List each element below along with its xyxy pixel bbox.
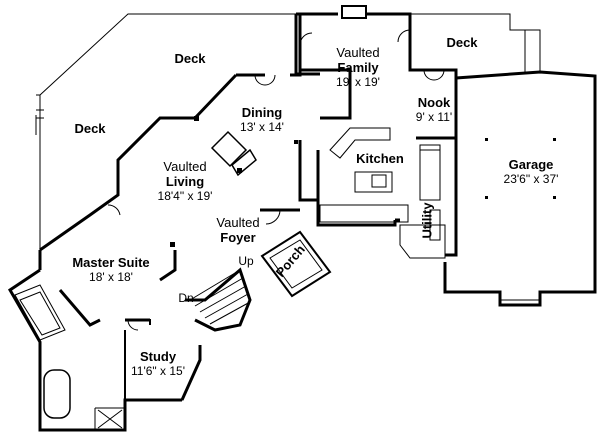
- room-name: Family: [337, 59, 379, 75]
- room-name: Master Suite: [72, 255, 150, 270]
- room-name: Deck: [446, 35, 478, 50]
- stair-down-label: Dn: [178, 291, 194, 305]
- garage-walls: [443, 70, 597, 307]
- room-deck-left: Deck: [60, 121, 120, 137]
- room-qualifier: Vaulted: [336, 45, 380, 60]
- room-dims: 19' x 19': [336, 74, 380, 89]
- room-name: Living: [165, 173, 205, 189]
- door-swing-family-b: [397, 29, 411, 43]
- room-study: Study 11'6" x 15': [120, 349, 196, 379]
- room-name: Nook: [417, 95, 451, 110]
- room-name: Study: [139, 349, 177, 364]
- room-dims: 23'6" x 37': [503, 171, 559, 186]
- study-walls: [124, 319, 151, 400]
- room-dims: 9' x 11': [415, 109, 453, 124]
- room-kitchen: Kitchen: [345, 151, 415, 167]
- room-living: Vaulted Living 18'4" x 19': [140, 159, 230, 204]
- room-name: Deck: [174, 51, 206, 66]
- door-swing-family-a: [299, 32, 313, 46]
- column: [485, 138, 488, 141]
- column: [485, 196, 488, 199]
- room-qualifier: Vaulted: [163, 159, 207, 174]
- dining-table: [210, 130, 248, 168]
- room-name: Foyer: [220, 229, 256, 245]
- room-family: Vaulted Family 19' x 19': [318, 45, 398, 90]
- room-utility: Utility: [419, 190, 436, 250]
- stair-up-label: Up: [238, 254, 254, 268]
- door-swing-nook: [423, 69, 445, 81]
- room-nook: Nook 9' x 11': [408, 95, 460, 125]
- porch-inner: [269, 239, 323, 289]
- dining-fireplace: [231, 148, 257, 177]
- room-dims: 13' x 14': [240, 119, 284, 134]
- room-foyer: Vaulted Foyer: [202, 215, 274, 246]
- room-deck-right: Deck: [432, 35, 492, 51]
- room-name: Deck: [74, 121, 106, 136]
- garage-door-lines: [499, 14, 541, 305]
- room-name: Garage: [508, 157, 554, 172]
- utility-counter: [399, 144, 446, 259]
- door-swing-living: [107, 204, 121, 216]
- room-dims: 11'6" x 15': [131, 363, 185, 378]
- room-dining: Dining 13' x 14': [222, 105, 302, 135]
- door-swing-dining: [254, 74, 276, 86]
- bathtub: [43, 369, 71, 419]
- room-dims: 18' x 18': [89, 269, 133, 284]
- column: [170, 242, 175, 247]
- shower-x: [97, 409, 123, 429]
- column: [194, 116, 199, 121]
- room-name: Dining: [241, 105, 283, 120]
- kitchen-counter: [319, 127, 409, 223]
- door-swing-study: [127, 319, 139, 331]
- room-master-suite: Master Suite 18' x 18': [56, 255, 166, 285]
- room-qualifier: Vaulted: [216, 215, 260, 230]
- stair: [189, 269, 251, 325]
- door-swing-foyer: [265, 209, 281, 225]
- room-deck-top: Deck: [160, 51, 220, 67]
- cooktop: [371, 174, 387, 188]
- room-dims: 18'4" x 19': [157, 188, 213, 203]
- room-name: Kitchen: [356, 151, 404, 166]
- column: [237, 168, 242, 173]
- deck-rail-left: [36, 94, 44, 119]
- column: [294, 140, 298, 144]
- master-bath-walls: [14, 284, 125, 430]
- column: [553, 196, 556, 199]
- column: [553, 138, 556, 141]
- fireplace: [341, 5, 367, 19]
- room-name: Utility: [419, 202, 435, 239]
- porch-outline: [260, 230, 332, 298]
- room-garage: Garage 23'6" x 37': [484, 157, 578, 187]
